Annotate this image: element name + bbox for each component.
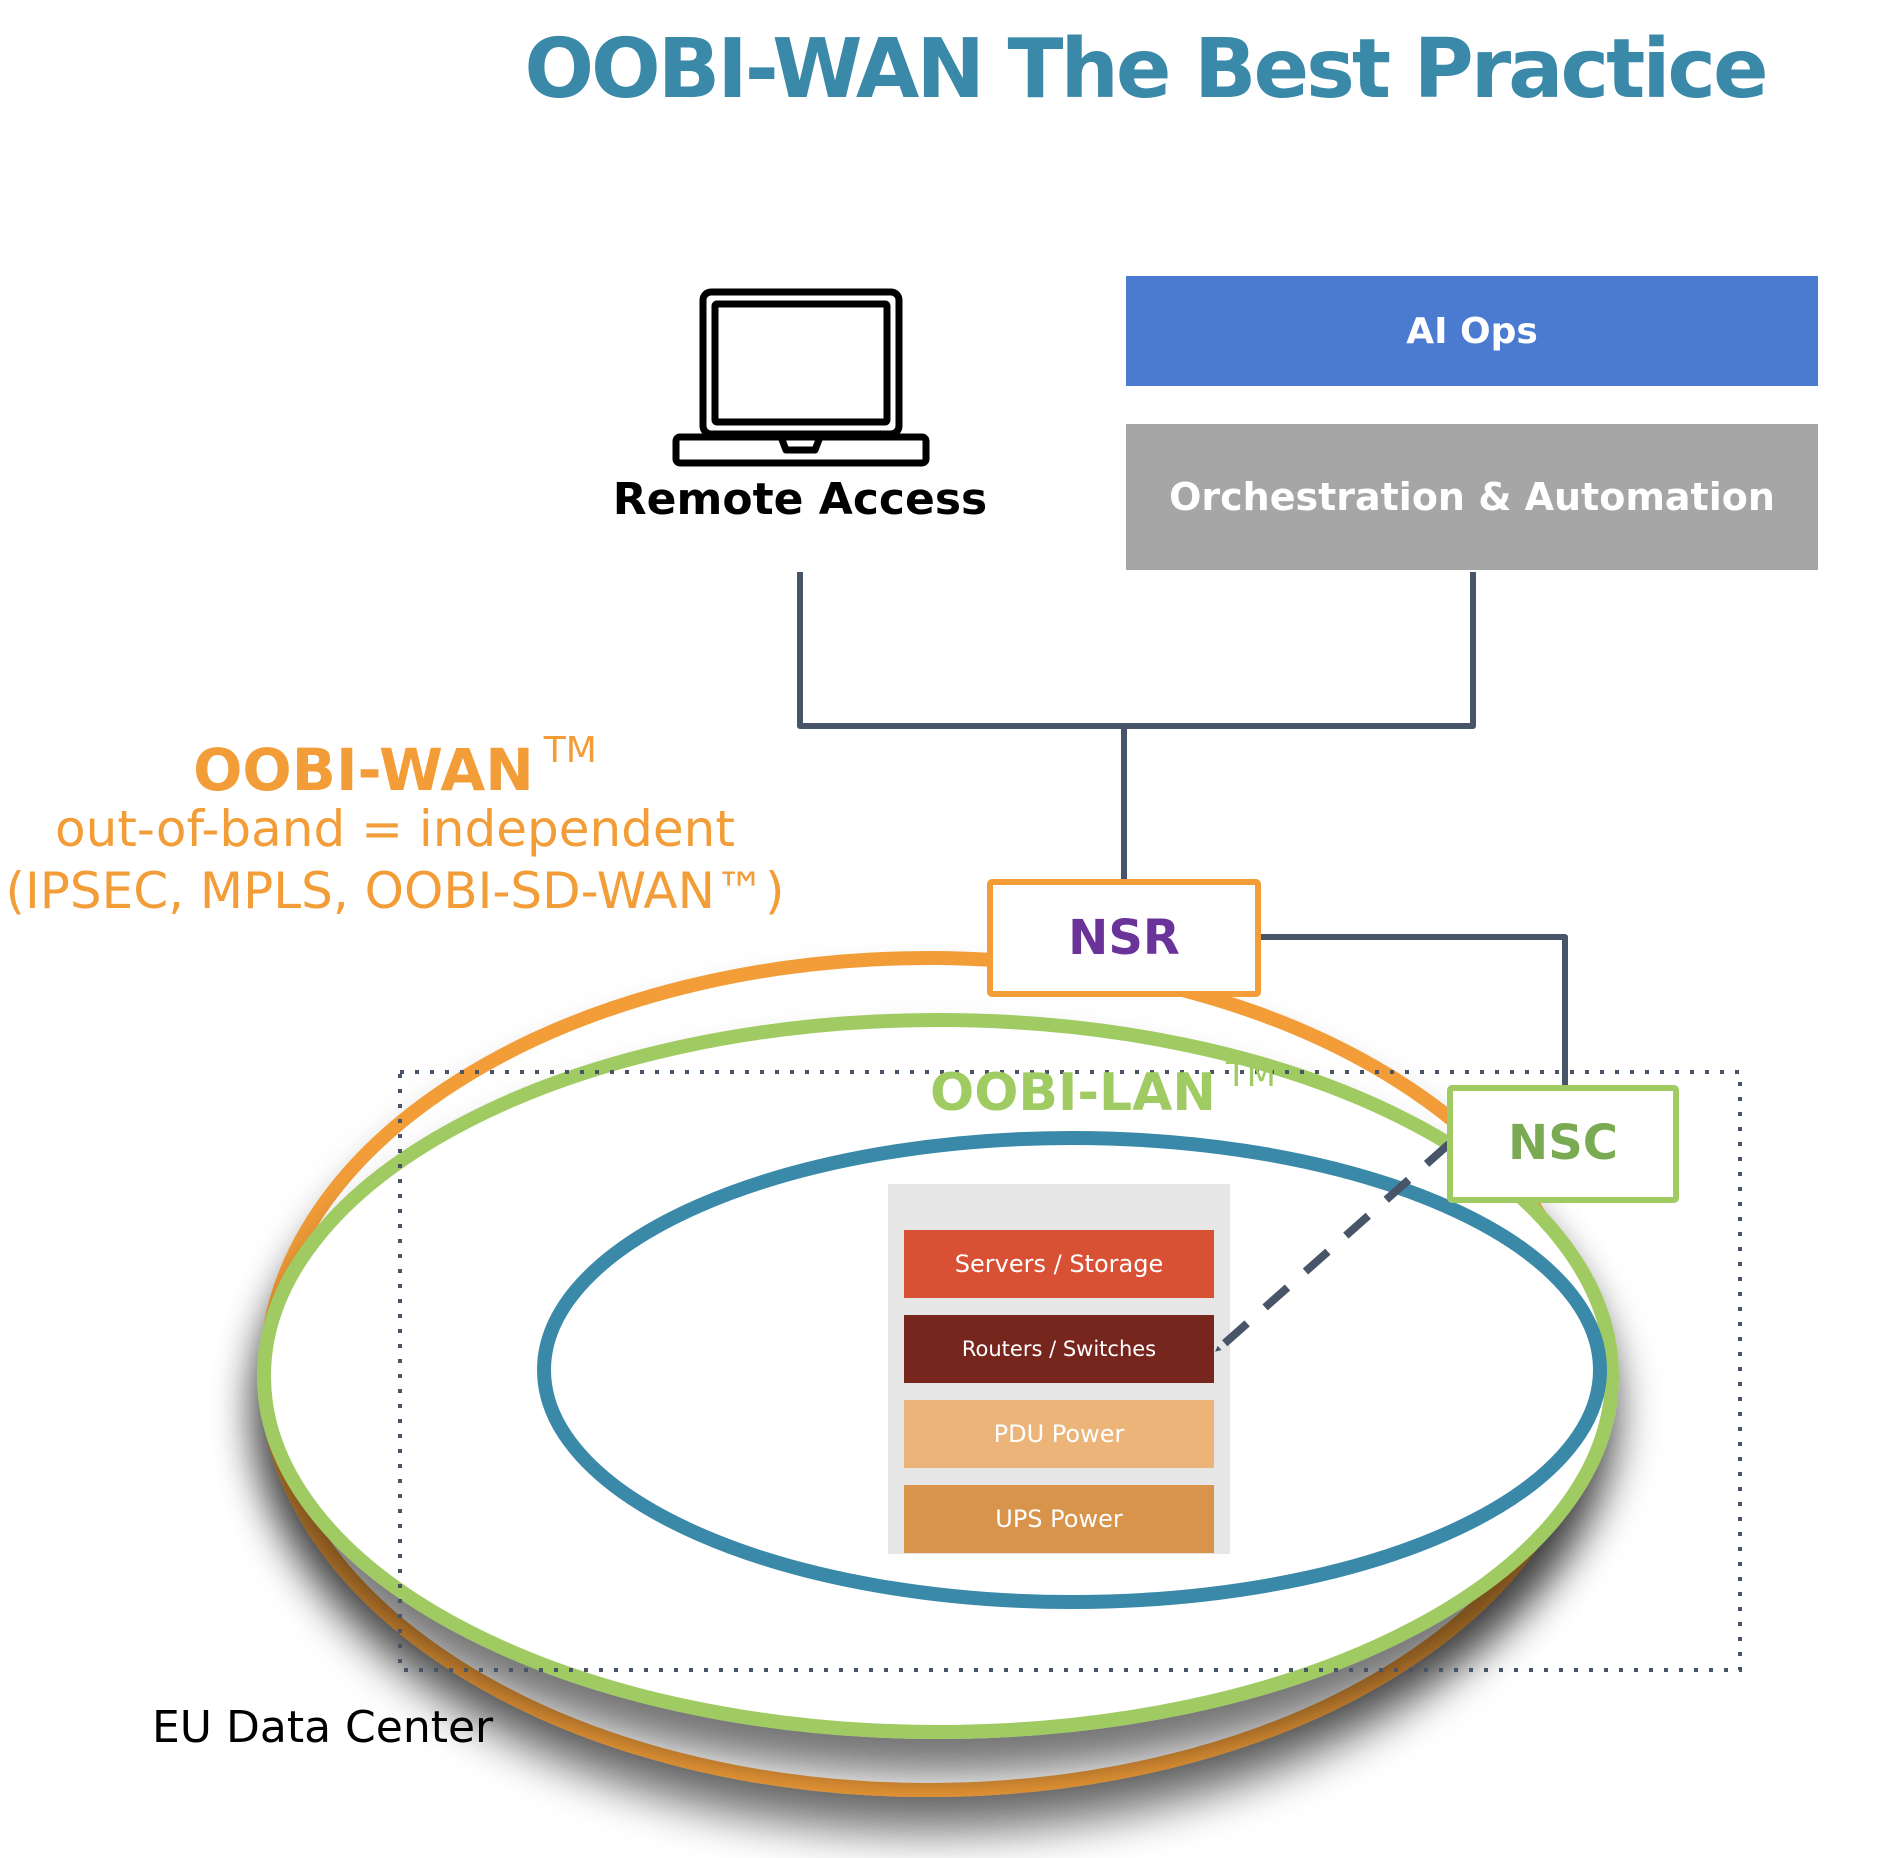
rack-item-routers-switches[interactable]: Routers / Switches: [904, 1315, 1214, 1383]
rack-item-label: PDU Power: [993, 1420, 1125, 1448]
connectors: [797, 572, 1568, 1354]
remote-access-connector: [797, 572, 1476, 729]
oobi-wan-tm: TM: [543, 730, 597, 771]
arrow-nsr-to-nsc: [1258, 934, 1568, 1090]
oobi-wan-protocols: (IPSEC, MPLS, OOBI-SD-WAN™): [5, 862, 785, 920]
rack-item-pdu-power[interactable]: PDU Power: [904, 1400, 1214, 1468]
nsc-label: NSC: [1508, 1115, 1618, 1171]
nsr-box[interactable]: [987, 879, 1261, 997]
rack-item-label: Routers / Switches: [961, 1337, 1157, 1361]
nsc-box[interactable]: [1447, 1085, 1679, 1203]
oobi-lan-tm: TM: [1225, 1055, 1276, 1095]
oobi-wan-name: OOBI-WAN: [193, 736, 534, 804]
rack-item-ups-power[interactable]: UPS Power: [904, 1485, 1214, 1553]
ai-ops-box[interactable]: AI Ops: [1126, 276, 1818, 386]
oobi-wan-subtitle: out-of-band = independent: [55, 800, 735, 858]
oobi-lan-name: OOBI-LAN: [930, 1063, 1216, 1123]
ai-ops-label: AI Ops: [1406, 310, 1538, 352]
orchestration-label: Orchestration & Automation: [1169, 474, 1775, 519]
nsr-label: NSR: [1068, 910, 1180, 966]
laptop-icon: [672, 288, 930, 467]
rack-item-label: Servers / Storage: [954, 1250, 1164, 1278]
rack-item-label: UPS Power: [995, 1505, 1123, 1533]
orchestration-box[interactable]: Orchestration & Automation: [1126, 424, 1818, 570]
rack-item-servers-storage[interactable]: Servers / Storage: [904, 1230, 1214, 1298]
page-title: OOBI-WAN The Best Practice: [524, 22, 1768, 117]
data-center-boundary: [398, 1070, 1742, 1672]
data-center-label: EU Data Center: [152, 1702, 494, 1753]
remote-access-label: Remote Access: [612, 474, 988, 525]
